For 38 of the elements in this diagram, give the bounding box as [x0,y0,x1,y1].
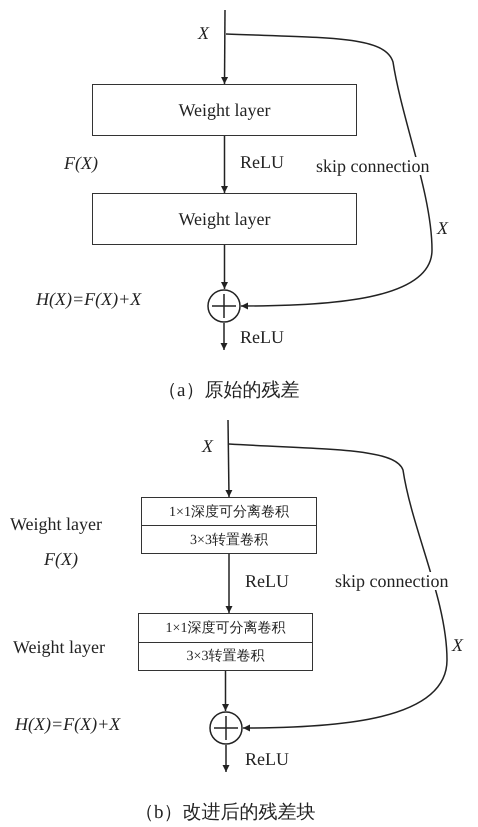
arrow [221,136,228,193]
arrow [226,554,232,613]
layer-text: 1×1深度可分离卷积 [164,619,286,638]
layer-text: 3×3转置卷积 [142,525,316,553]
edge-label: ReLU [245,750,289,768]
text-label: skip connection [335,572,448,590]
layer-box [138,613,313,671]
math-label: F(X) [64,154,98,172]
edge-label: ReLU [240,328,284,346]
layer-caption: Weight layer [13,638,106,656]
layer-text: Weight layer [177,208,272,231]
math-label: H(X)=F(X)+X [36,290,142,308]
layer-text: 1×1深度可分离卷积 [168,503,290,522]
math-label: X [452,636,463,654]
layer-box [92,84,357,136]
arrow [221,10,228,84]
arrow [221,245,228,289]
math-label: X [198,24,209,42]
layer-caption: Weight layer [10,515,102,533]
text-label: skip connection [316,157,430,175]
layer-box [92,193,357,245]
math-label: X [202,437,213,455]
math-label: H(X)=F(X)+X [15,715,120,733]
skip-arrow [228,443,448,732]
layer-text: Weight layer [177,98,272,122]
layer-text: 3×3转置卷积 [139,642,312,670]
arrow [222,671,229,711]
edge-label: ReLU [245,572,289,590]
math-label: F(X) [44,550,78,568]
skip-arrow [226,33,433,310]
edge-label: ReLU [240,153,284,171]
layer-box [141,497,317,554]
arrow [225,420,232,498]
arrow [220,323,228,350]
math-label: X [437,219,448,237]
sum-circle [207,289,241,323]
arrow [222,745,230,772]
sum-circle [209,711,243,745]
